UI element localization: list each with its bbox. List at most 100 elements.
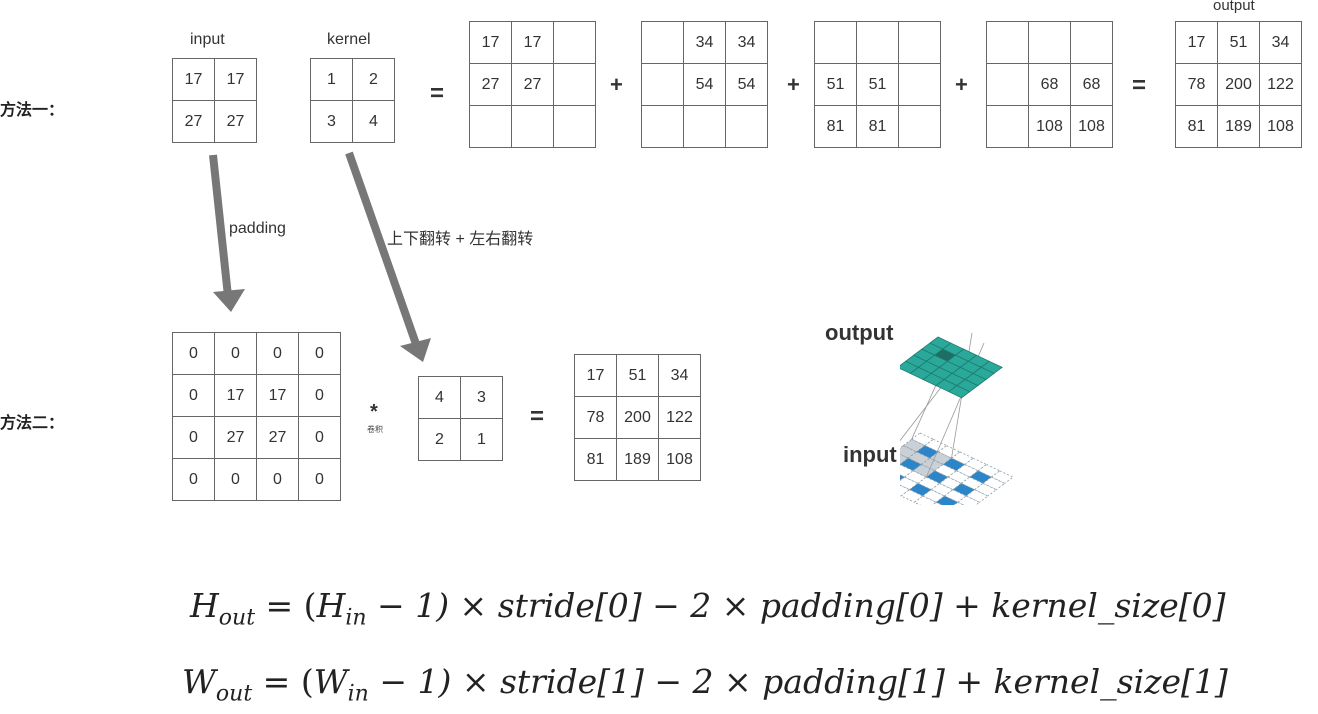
output-cell xyxy=(948,385,971,399)
matrix-cell: 68 xyxy=(1070,63,1113,106)
matrix-cell: 108 xyxy=(658,438,701,481)
matrix-cell: 108 xyxy=(1028,105,1071,148)
matrix-cell xyxy=(1070,21,1113,64)
matrix-cell: 4 xyxy=(352,100,395,143)
matrix-cell xyxy=(725,105,768,148)
matrix-cell: 0 xyxy=(214,458,257,501)
matrix-cell: 0 xyxy=(172,332,215,375)
matrix-cell: 1 xyxy=(310,58,353,101)
input-cell xyxy=(900,457,923,472)
plus-sign: + xyxy=(955,72,968,97)
matrix-cell: 27 xyxy=(172,100,215,143)
matrix-cell xyxy=(511,105,554,148)
input-cell xyxy=(900,453,909,465)
input-cell xyxy=(931,501,943,505)
transposed-conv-illustration xyxy=(900,332,1014,505)
illustration-output-label: output xyxy=(825,320,894,345)
matrix-cell: 1 xyxy=(460,418,503,461)
matrix-cell: 51 xyxy=(856,63,899,106)
matrix-cell: 54 xyxy=(725,63,768,106)
matrix-cell xyxy=(641,105,684,148)
matrix-cell: 0 xyxy=(172,416,215,459)
illustration-input-label: input xyxy=(843,442,897,467)
matrix-row xyxy=(641,105,768,148)
flip-arrow-head xyxy=(400,338,431,362)
input-cell xyxy=(913,495,937,505)
matrix-row xyxy=(814,21,941,64)
input-cell xyxy=(965,489,989,503)
input-cell xyxy=(900,484,911,497)
matrix-cell: 0 xyxy=(172,374,215,417)
matrix-cell: 0 xyxy=(298,332,341,375)
input-cell xyxy=(982,476,1006,491)
matrix-cell: 0 xyxy=(172,458,215,501)
matrix-cell: 27 xyxy=(214,416,257,459)
matrix-cell: 27 xyxy=(511,63,554,106)
matrix-cell: 4 xyxy=(418,376,461,419)
matrix-cell: 81 xyxy=(574,438,617,481)
matrix-cell: 81 xyxy=(856,105,899,148)
matrix-cell: 27 xyxy=(256,416,299,459)
matrix-cell: 17 xyxy=(214,374,257,417)
matrix-cell: 17 xyxy=(214,58,257,101)
matrix-cell: 34 xyxy=(683,21,726,64)
matrix-row xyxy=(986,21,1113,64)
matrix-cell: 0 xyxy=(256,332,299,375)
equals-sign: = xyxy=(530,403,545,430)
equals-sign: = xyxy=(1132,72,1147,99)
kernel-label: kernel xyxy=(327,31,371,48)
matrix-cell xyxy=(898,21,941,64)
matrix-cell: 17 xyxy=(256,374,299,417)
matrix-cell: 108 xyxy=(1070,105,1113,148)
equals-sign: = xyxy=(430,80,445,107)
matrix-cell xyxy=(898,105,941,148)
matrix-cell: 27 xyxy=(214,100,257,143)
matrix-cell: 189 xyxy=(1217,105,1260,148)
matrix-cell xyxy=(683,105,726,148)
matrix-cell: 0 xyxy=(298,416,341,459)
matrix-cell: 81 xyxy=(814,105,857,148)
matrix-cell: 27 xyxy=(469,63,512,106)
matrix-cell: 51 xyxy=(814,63,857,106)
output-label: output xyxy=(1213,0,1255,14)
input-cell xyxy=(957,495,981,505)
matrix-cell: 17 xyxy=(172,58,215,101)
matrix-cell: 108 xyxy=(1259,105,1302,148)
padding-arrow xyxy=(209,154,245,312)
matrix-cell: 17 xyxy=(574,354,617,397)
matrix-cell: 0 xyxy=(298,458,341,501)
input-cell xyxy=(973,482,998,497)
matrix-cell: 51 xyxy=(616,354,659,397)
width-formula: Wout = (Win − 1) × stride[1] − 2 × paddi… xyxy=(182,662,1228,707)
matrix-cell: 3 xyxy=(310,100,353,143)
input-label: input xyxy=(190,31,225,48)
plus-sign: + xyxy=(787,72,800,97)
flip-label: 上下翻转 + 左右翻转 xyxy=(387,231,534,248)
matrix-cell: 68 xyxy=(1028,63,1071,106)
matrix-cell: 0 xyxy=(298,374,341,417)
input-cell xyxy=(935,495,959,505)
matrix-cell xyxy=(469,105,512,148)
matrix-cell: 34 xyxy=(725,21,768,64)
